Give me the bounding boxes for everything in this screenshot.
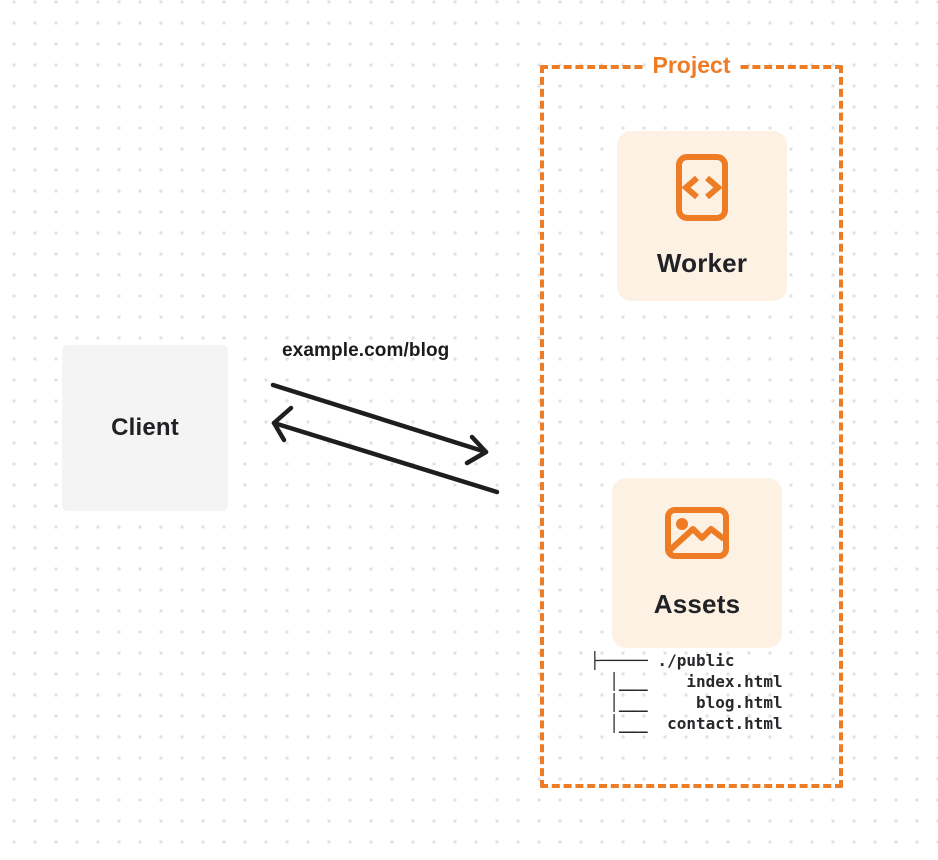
project-title: Project [645, 52, 738, 79]
file-tree: ├───── ./public │___ index.html │___ blo… [590, 651, 783, 733]
response-arrow [271, 405, 500, 495]
assets-card: Assets [612, 478, 782, 648]
image-icon [665, 506, 729, 559]
project-boundary: Project Worker Assets [540, 52, 843, 788]
client-node: Client [62, 345, 228, 511]
assets-label: Assets [653, 588, 741, 619]
code-file-icon [676, 153, 728, 221]
request-url-label: example.com/blog [282, 340, 450, 361]
worker-card: Worker [617, 131, 787, 301]
worker-label: Worker [656, 247, 748, 278]
client-label: Client [111, 414, 179, 441]
request-arrow [270, 382, 489, 466]
